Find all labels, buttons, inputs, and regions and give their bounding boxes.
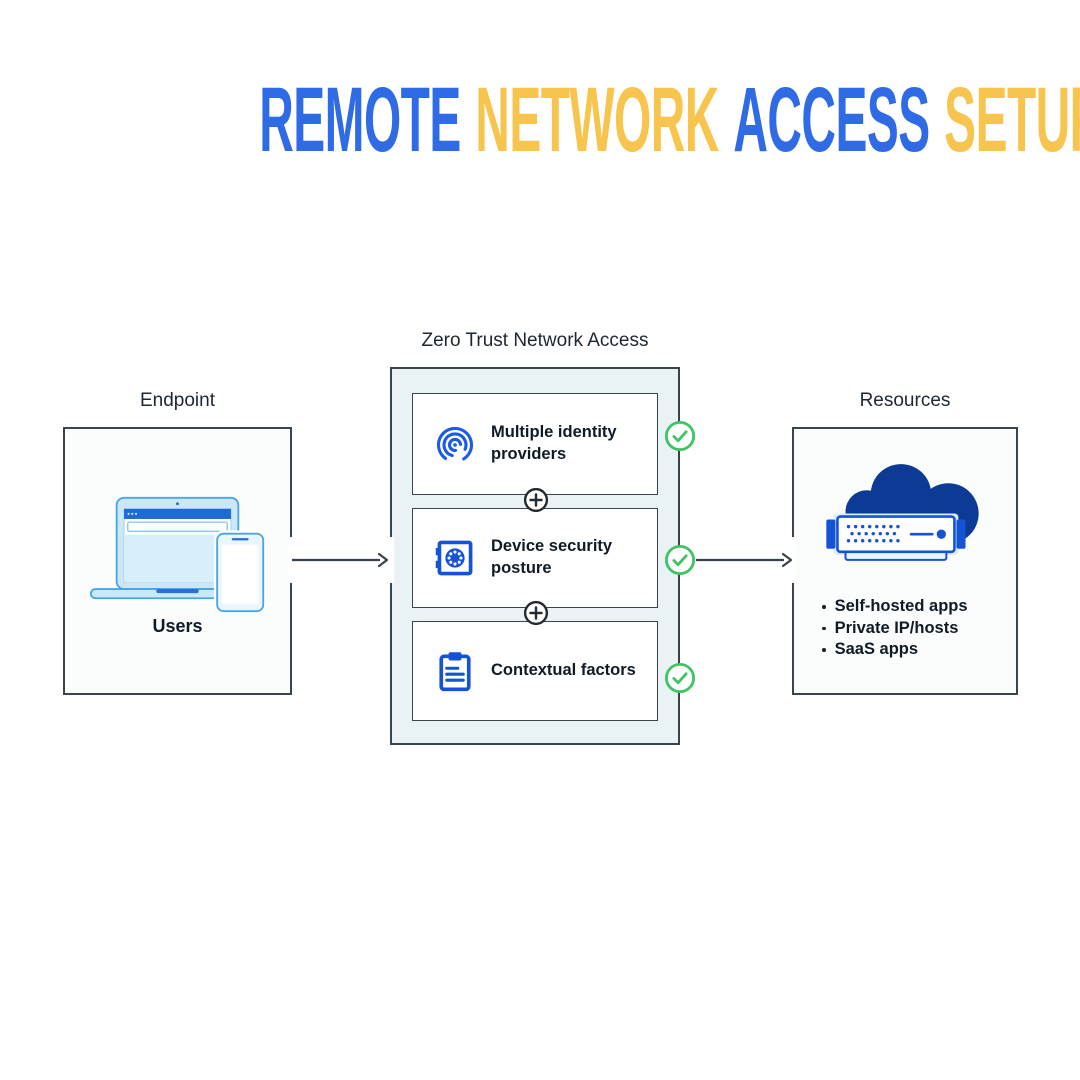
factor-label-contextual: Contextual factors xyxy=(491,661,636,680)
list-item: SaaS apps xyxy=(822,639,1012,661)
resource-item-label: SaaS apps xyxy=(834,640,919,658)
clipboard-icon xyxy=(433,649,477,693)
title-word-access: ACCESS xyxy=(733,69,930,171)
factor-label-device-posture: Device security posture xyxy=(491,537,613,577)
title-word-remote: REMOTE xyxy=(259,69,461,171)
bullet-dot xyxy=(822,605,826,609)
users-caption: Users xyxy=(152,616,203,636)
border-gap xyxy=(387,537,394,583)
factor-card-device-posture: Device security posture xyxy=(412,508,658,608)
check-icon xyxy=(664,420,696,452)
cloud-server-icon xyxy=(826,464,979,561)
check-icon xyxy=(664,662,696,694)
safe-icon xyxy=(433,536,477,580)
border-gap xyxy=(288,537,295,583)
factor-card-contextual: Contextual factors xyxy=(412,621,658,721)
title-word-setup: SETUP xyxy=(944,69,1080,171)
bullet-dot xyxy=(822,648,826,652)
arrow-right-icon xyxy=(292,552,389,568)
plus-icon xyxy=(523,487,549,513)
page-title: REMOTENETWORKACCESSSETUP xyxy=(259,69,1080,171)
title-word-network: NETWORK xyxy=(475,69,719,171)
check-icon xyxy=(664,544,696,576)
resource-item-label: Self-hosted apps xyxy=(834,597,968,615)
list-item: Private IP/hosts xyxy=(822,618,1012,640)
factor-card-identity: Multiple identity providers xyxy=(412,393,658,495)
resources-list: Self-hosted apps Private IP/hosts SaaS a… xyxy=(822,596,1012,661)
border-gap xyxy=(789,537,796,583)
fingerprint-icon xyxy=(433,422,477,466)
resource-item-label: Private IP/hosts xyxy=(834,618,959,637)
ztna-label: Zero Trust Network Access xyxy=(421,330,649,351)
arrow-right-icon xyxy=(696,552,793,568)
resources-label: Resources xyxy=(859,390,951,411)
factor-label-identity: Multiple identity providers xyxy=(491,423,617,463)
laptop-phone-icon xyxy=(89,496,267,613)
plus-icon xyxy=(523,600,549,626)
bullet-dot xyxy=(822,626,826,631)
list-item: Self-hosted apps xyxy=(822,596,1012,618)
endpoint-label: Endpoint xyxy=(139,390,215,411)
